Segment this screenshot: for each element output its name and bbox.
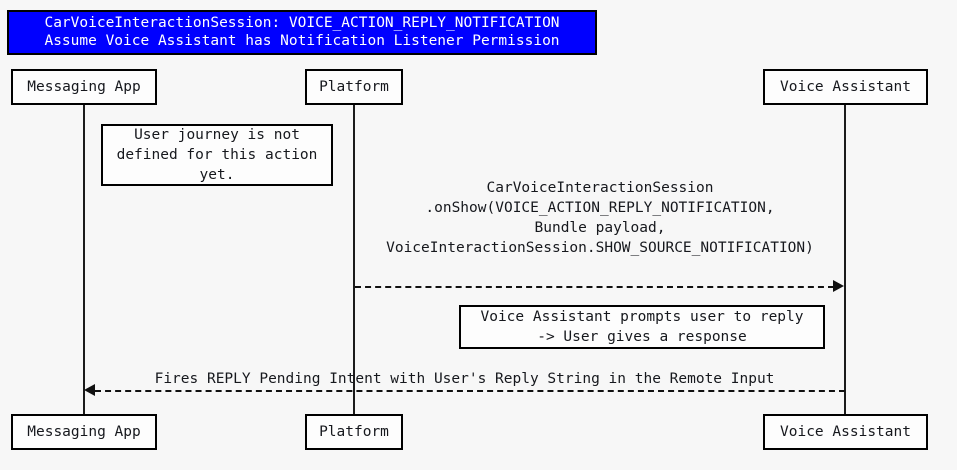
note-line: yet. bbox=[199, 167, 235, 183]
participant-voice-assistant-top[interactable]: Voice Assistant bbox=[763, 69, 928, 105]
lifeline-messaging-app bbox=[83, 104, 85, 414]
note-line: defined for this action bbox=[116, 147, 318, 163]
lifeline-platform bbox=[353, 104, 355, 414]
message-arrowhead-reply bbox=[84, 384, 95, 396]
participant-voice-assistant-bottom[interactable]: Voice Assistant bbox=[763, 414, 928, 450]
note-line: User journey is not bbox=[134, 127, 300, 143]
participant-platform-bottom[interactable]: Platform bbox=[305, 414, 403, 450]
participant-label: Voice Assistant bbox=[780, 424, 911, 440]
participant-label: Messaging App bbox=[27, 79, 141, 95]
message-line: Bundle payload, bbox=[534, 220, 666, 236]
message-line: VoiceInteractionSession.SHOW_SOURCE_NOTI… bbox=[386, 240, 814, 256]
note-line: Voice Assistant prompts user to reply bbox=[480, 309, 804, 325]
message-arrow-reply-line bbox=[95, 390, 845, 392]
note-voice-assistant-prompt: Voice Assistant prompts user to reply ->… bbox=[459, 305, 825, 349]
message-arrow-onshow-line bbox=[355, 286, 834, 288]
message-arrowhead-onshow bbox=[833, 280, 844, 292]
participant-messaging-app-bottom[interactable]: Messaging App bbox=[11, 414, 157, 450]
diagram-title-box: CarVoiceInteractionSession: VOICE_ACTION… bbox=[7, 10, 597, 55]
message-label-reply-pending-intent: Fires REPLY Pending Intent with User's R… bbox=[84, 369, 845, 389]
participant-label: Voice Assistant bbox=[780, 79, 911, 95]
participant-platform-top[interactable]: Platform bbox=[305, 69, 403, 105]
message-label-onshow: CarVoiceInteractionSession .onShow(VOICE… bbox=[356, 178, 844, 258]
lifeline-voice-assistant bbox=[844, 104, 846, 414]
participant-messaging-app-top[interactable]: Messaging App bbox=[11, 69, 157, 105]
participant-label: Messaging App bbox=[27, 424, 141, 440]
message-line: Fires REPLY Pending Intent with User's R… bbox=[154, 371, 775, 387]
message-line: CarVoiceInteractionSession bbox=[486, 180, 714, 196]
participant-label: Platform bbox=[319, 79, 389, 95]
message-line: .onShow(VOICE_ACTION_REPLY_NOTIFICATION, bbox=[425, 200, 775, 216]
diagram-title-line-2: Assume Voice Assistant has Notification … bbox=[44, 33, 560, 49]
note-line: -> User gives a response bbox=[537, 329, 747, 345]
diagram-title-line-1: CarVoiceInteractionSession: VOICE_ACTION… bbox=[44, 15, 560, 31]
participant-label: Platform bbox=[319, 424, 389, 440]
note-user-journey: User journey is not defined for this act… bbox=[101, 124, 333, 186]
